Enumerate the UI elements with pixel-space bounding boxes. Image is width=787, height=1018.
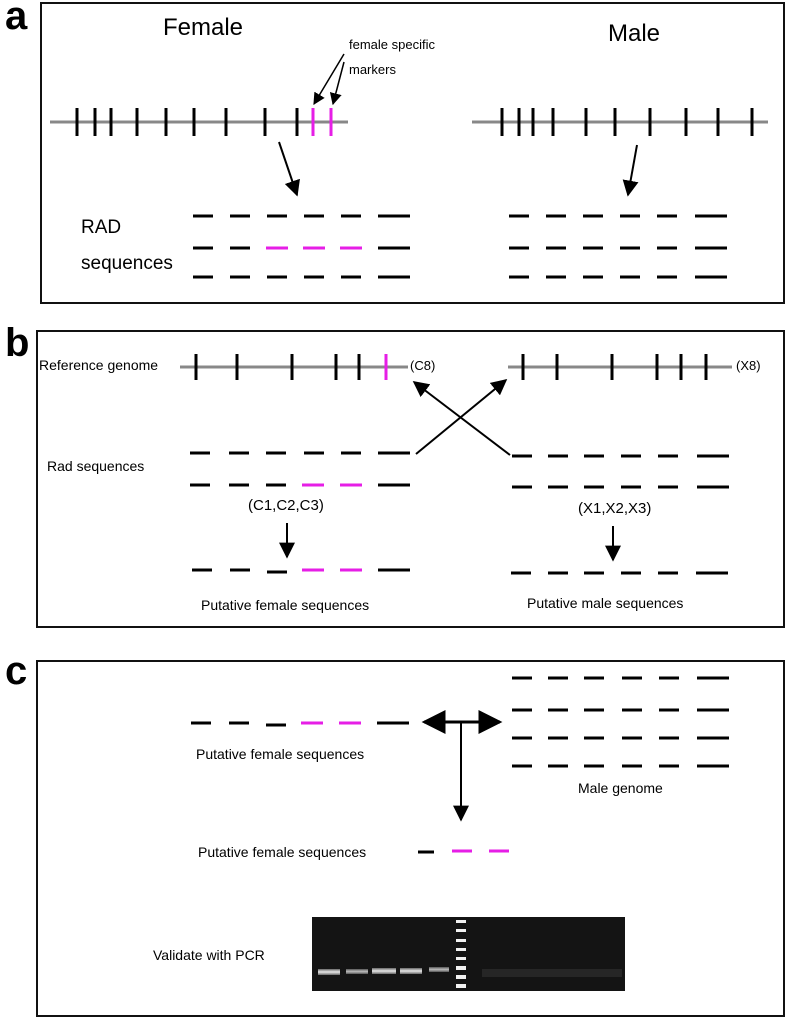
gel-band-5: [429, 967, 449, 972]
cross-mapping-arrows: [412, 378, 511, 456]
putative-female-sequence-b: [192, 568, 410, 574]
c8-label: (C8): [410, 358, 436, 373]
reference-genome-female: [180, 354, 408, 380]
panel-a-box: [40, 2, 785, 304]
x8-label: (X8): [736, 358, 761, 373]
panel-b-box: [36, 330, 785, 628]
gel-band-4: [400, 968, 422, 974]
reference-genome-label: Reference genome: [39, 357, 159, 373]
male-genome-label: Male genome: [578, 780, 663, 796]
female-title: Female: [163, 14, 244, 41]
gel-bands: [318, 920, 622, 988]
male-title: Male: [608, 20, 661, 47]
female-clusters-label: (C1,C2,C3): [248, 497, 324, 514]
gel-ladder: [456, 920, 466, 988]
gel-band-1: [318, 969, 340, 975]
putative-female-sequence-c-bottom: [418, 849, 509, 854]
panel-letter-a: a: [5, 0, 28, 38]
male-rad-sequences-b: [512, 454, 729, 489]
female-rad-sequences-b: [190, 451, 410, 487]
panel-c-box: [36, 660, 785, 1017]
validate-pcr-label: Validate with PCR: [153, 947, 265, 963]
gel-band-3: [372, 968, 396, 974]
male-genome-sequences: [512, 676, 729, 768]
reference-genome-male: [508, 354, 732, 380]
female-chromosome: [50, 108, 348, 136]
gel-band-2: [346, 969, 368, 974]
putative-female-label-c-top: Putative female sequences: [196, 746, 365, 762]
rad-label-line1: RAD: [81, 217, 122, 238]
female-specific-label: female specific: [349, 37, 435, 52]
putative-female-label-c-bottom: Putative female sequences: [198, 844, 367, 860]
panel-letter-b: b: [5, 321, 30, 365]
male-chromosome: [472, 108, 768, 136]
panel-letter-c: c: [5, 649, 28, 693]
comparison-arrows: [421, 710, 503, 822]
pcr-gel-image: [312, 917, 625, 991]
putative-female-sequence-c-top: [191, 721, 409, 727]
female-rad-sequences-a: [193, 214, 410, 279]
marker-pointer-arrows: [313, 53, 345, 106]
female-specific-markers: [311, 108, 333, 136]
male-clusters-label: (X1,X2,X3): [578, 500, 652, 517]
panel-b-down-arrows: [279, 523, 621, 562]
markers-label: markers: [349, 62, 396, 77]
panel-a-down-arrows: [278, 141, 639, 197]
rad-label-line2: sequences: [81, 253, 173, 274]
rad-sequences-label: Rad sequences: [47, 458, 145, 474]
putative-female-label-b: Putative female sequences: [201, 597, 370, 613]
putative-male-label: Putative male sequences: [527, 595, 684, 611]
male-rad-sequences-a: [509, 214, 727, 279]
